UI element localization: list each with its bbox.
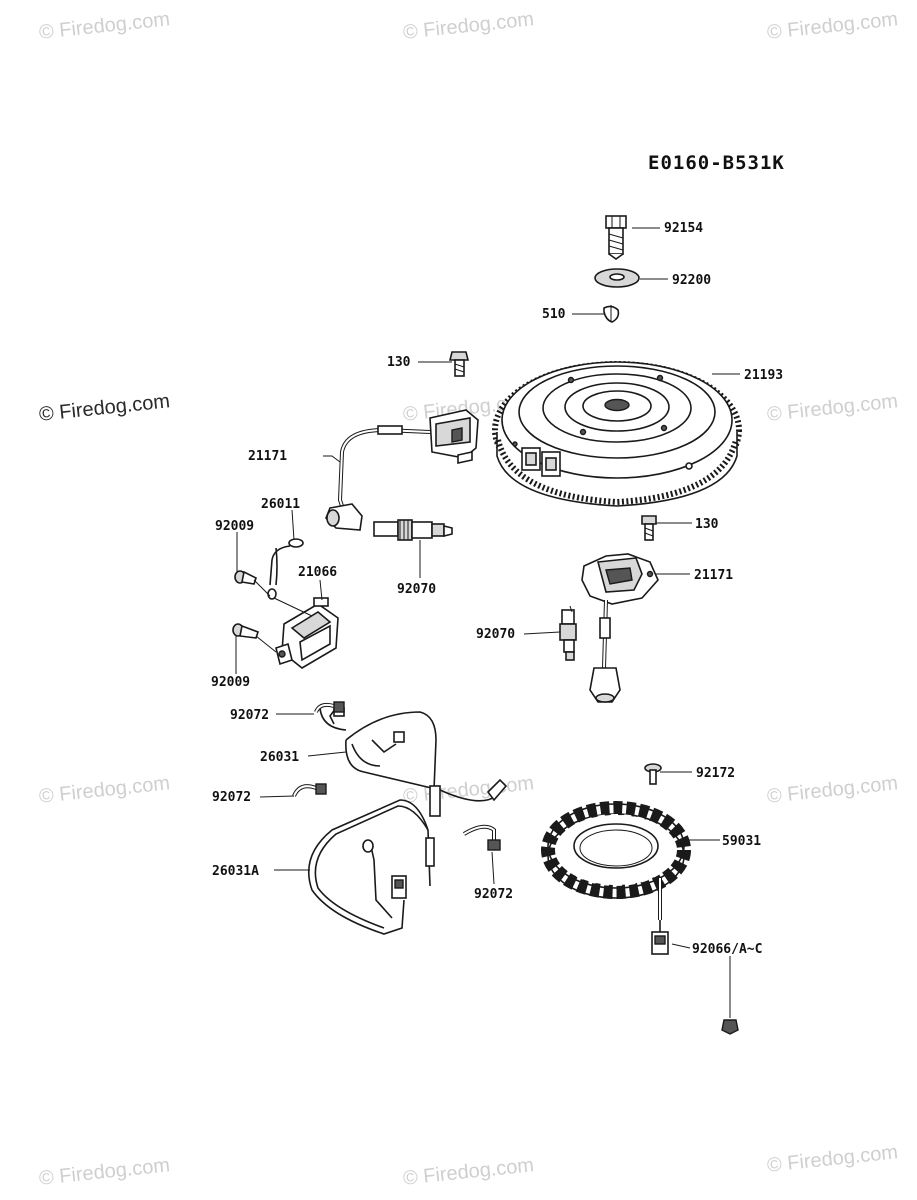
- connector-92072-lower[interactable]: [462, 824, 501, 851]
- label-130-lower: 130: [695, 517, 719, 532]
- label-59031: 59031: [722, 834, 761, 849]
- leader-lines: [235, 227, 740, 1018]
- connector-92072-middle[interactable]: [292, 783, 327, 797]
- ignition-coil-21171-left[interactable]: [325, 409, 479, 531]
- harness-26031[interactable]: [319, 707, 508, 817]
- screw-92172[interactable]: [644, 763, 662, 785]
- label-21171-left: 21171: [248, 449, 287, 464]
- label-130-upper: 130: [387, 355, 411, 370]
- label-92072-middle: 92072: [212, 790, 251, 805]
- spark-plug-92070-left[interactable]: [373, 519, 453, 541]
- label-92154: 92154: [664, 221, 703, 236]
- bolt-92154[interactable]: [605, 215, 627, 260]
- label-92070-right: 92070: [476, 627, 515, 642]
- diagram-code: E0160-B531K: [648, 152, 785, 174]
- label-92172: 92172: [696, 766, 735, 781]
- label-92066: 92066/A~C: [692, 942, 762, 957]
- label-26011: 26011: [261, 497, 300, 512]
- washer-92200[interactable]: [594, 268, 640, 288]
- bolt-130-lower[interactable]: [641, 515, 657, 541]
- label-92200: 92200: [672, 273, 711, 288]
- module-21066[interactable]: [275, 597, 339, 669]
- spark-plug-92070-right[interactable]: [559, 605, 577, 661]
- ignition-coil-21171-right[interactable]: [581, 553, 659, 703]
- screw-92009-upper[interactable]: [234, 570, 257, 585]
- label-21193: 21193: [744, 368, 783, 383]
- connector-92072-upper[interactable]: [314, 701, 345, 713]
- label-21171-right: 21171: [694, 568, 733, 583]
- label-26031A: 26031A: [212, 864, 259, 879]
- label-92072-upper: 92072: [230, 708, 269, 723]
- part-labels: 92154 92200 510 130 21193 21171 26011 92…: [211, 221, 783, 957]
- harness-26031A[interactable]: [308, 799, 435, 935]
- label-92009-upper: 92009: [215, 519, 254, 534]
- label-92072-lower: 92072: [474, 887, 513, 902]
- label-26031: 26031: [260, 750, 299, 765]
- label-92070-left: 92070: [397, 582, 436, 597]
- terminal-92066[interactable]: [721, 1019, 739, 1035]
- screw-92009-lower[interactable]: [232, 623, 260, 639]
- label-92009-lower: 92009: [211, 675, 250, 690]
- stator-59031[interactable]: [541, 801, 691, 955]
- label-510: 510: [542, 307, 566, 322]
- bolt-130-upper[interactable]: [448, 351, 470, 377]
- label-21066: 21066: [298, 565, 337, 580]
- key-510[interactable]: [603, 305, 620, 323]
- flywheel-21193[interactable]: [492, 361, 742, 507]
